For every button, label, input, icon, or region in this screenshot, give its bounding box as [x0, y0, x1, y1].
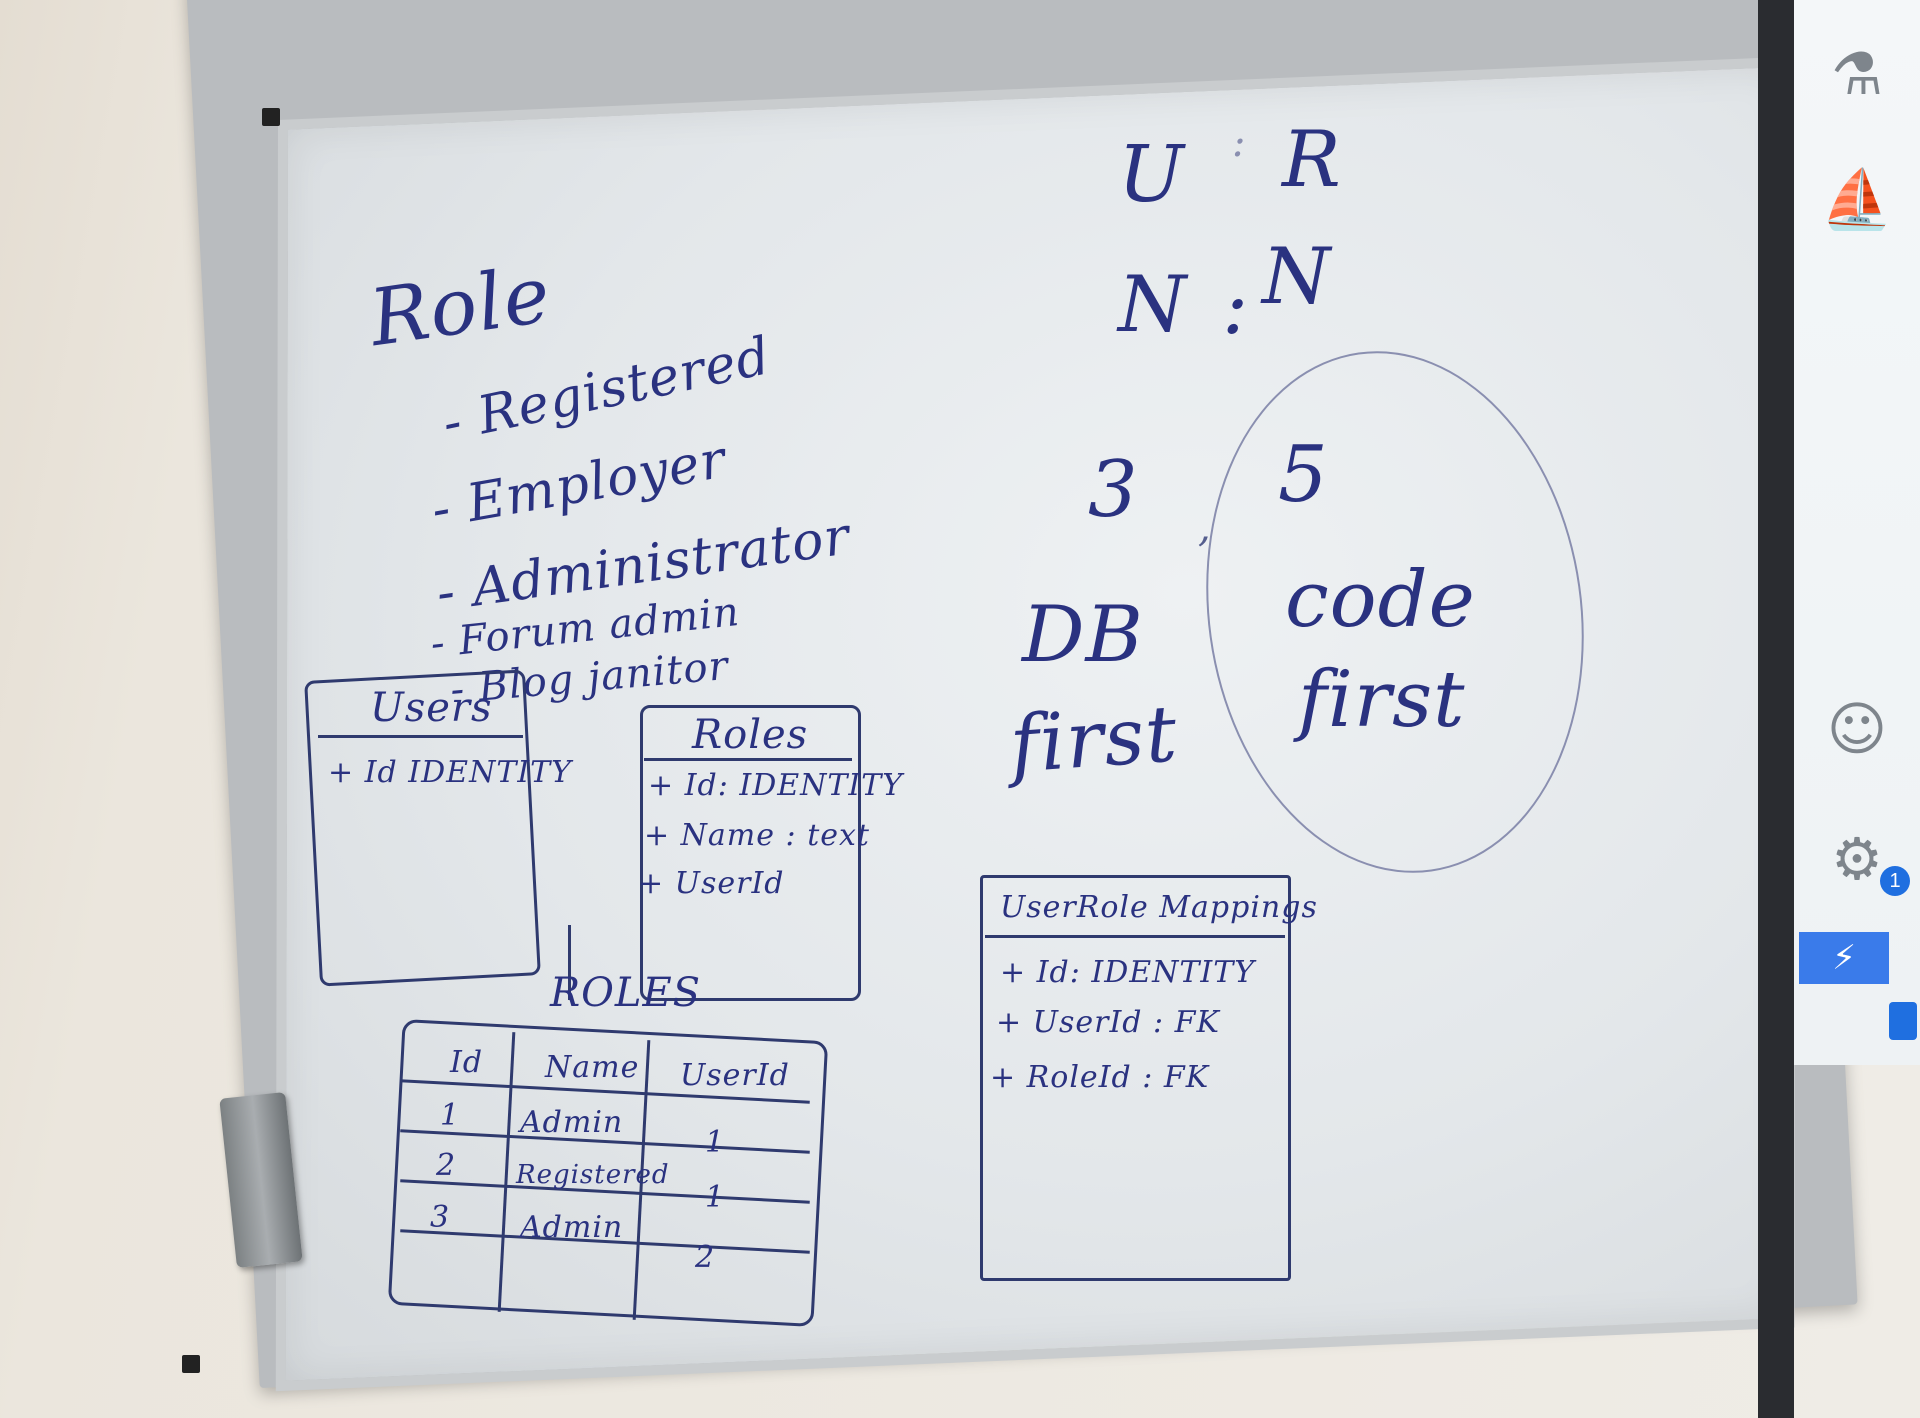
option-left-number: 3 [1088, 445, 1139, 535]
relation-sep-bottom: : [1222, 262, 1250, 352]
arrow-shaft [568, 925, 571, 1000]
option-db-label: DB [1022, 590, 1144, 680]
roles-entity-box [640, 705, 861, 1001]
relation-left-bottom: N [1118, 260, 1188, 350]
users-entity-title: Users [370, 685, 493, 731]
option-db-first: first [1007, 689, 1181, 791]
roles-arrow-label: ROLES [550, 970, 702, 1016]
roles-entity-field-userid: + UserId [638, 866, 785, 901]
mappings-entity-box [980, 875, 1291, 1281]
roles-entity-divider [644, 758, 852, 761]
option-right-number: 5 [1278, 430, 1329, 520]
relation-sep-top: : [1232, 120, 1247, 166]
screen-edge [1758, 0, 1794, 1418]
data-table-cell: Admin [520, 1210, 624, 1245]
data-table-cell: 2 [436, 1148, 457, 1183]
data-table-header-name: Name [545, 1050, 640, 1085]
data-table-cell: 2 [695, 1240, 716, 1275]
roles-entity-field-name: + Name : text [644, 818, 870, 853]
mappings-entity-field-roleid: + RoleId : FK [990, 1060, 1210, 1095]
relation-right-bottom: N [1262, 232, 1332, 322]
account-icon[interactable]: ☺ [1826, 695, 1888, 763]
projected-ide-panel: ⚗ ⛵ ☺ ⚙ 1 ⚡ [1794, 0, 1920, 1065]
board-corner [262, 108, 280, 126]
mappings-entity-field-userid: + UserId : FK [996, 1005, 1220, 1040]
mappings-entity-field-id: + Id: IDENTITY [1000, 955, 1256, 990]
flask-icon[interactable]: ⚗ [1831, 40, 1883, 108]
users-entity-field: + Id IDENTITY [328, 755, 572, 790]
data-table-cell: 1 [705, 1125, 726, 1160]
data-table-cell: 3 [430, 1200, 451, 1235]
status-indicator [1889, 1002, 1917, 1040]
remote-connection-button[interactable]: ⚡ [1799, 932, 1889, 984]
mappings-entity-divider [985, 935, 1285, 938]
data-table-cell: 1 [440, 1098, 461, 1133]
notification-badge: 1 [1880, 866, 1910, 896]
roles-entity-title: Roles [692, 712, 809, 758]
data-table-header-id: Id [450, 1045, 484, 1080]
relation-left-top: U [1118, 130, 1185, 220]
docker-icon[interactable]: ⛵ [1820, 165, 1894, 233]
roles-entity-field-id: + Id: IDENTITY [648, 768, 904, 803]
data-table-cell: Admin [520, 1105, 624, 1140]
gear-icon[interactable]: ⚙ [1831, 825, 1883, 893]
option-code-label: code [1285, 555, 1476, 645]
option-code-first: first [1298, 655, 1466, 745]
mappings-entity-title: UserRole Mappings [1000, 890, 1318, 925]
option-comma: , [1198, 505, 1212, 551]
data-table-cell: 1 [705, 1180, 726, 1215]
data-table-header-userid: UserId [680, 1058, 790, 1093]
relation-right-top: R [1282, 115, 1342, 205]
board-corner [182, 1355, 200, 1373]
users-entity-divider [318, 735, 523, 738]
data-table-cell: Registered [516, 1160, 670, 1190]
